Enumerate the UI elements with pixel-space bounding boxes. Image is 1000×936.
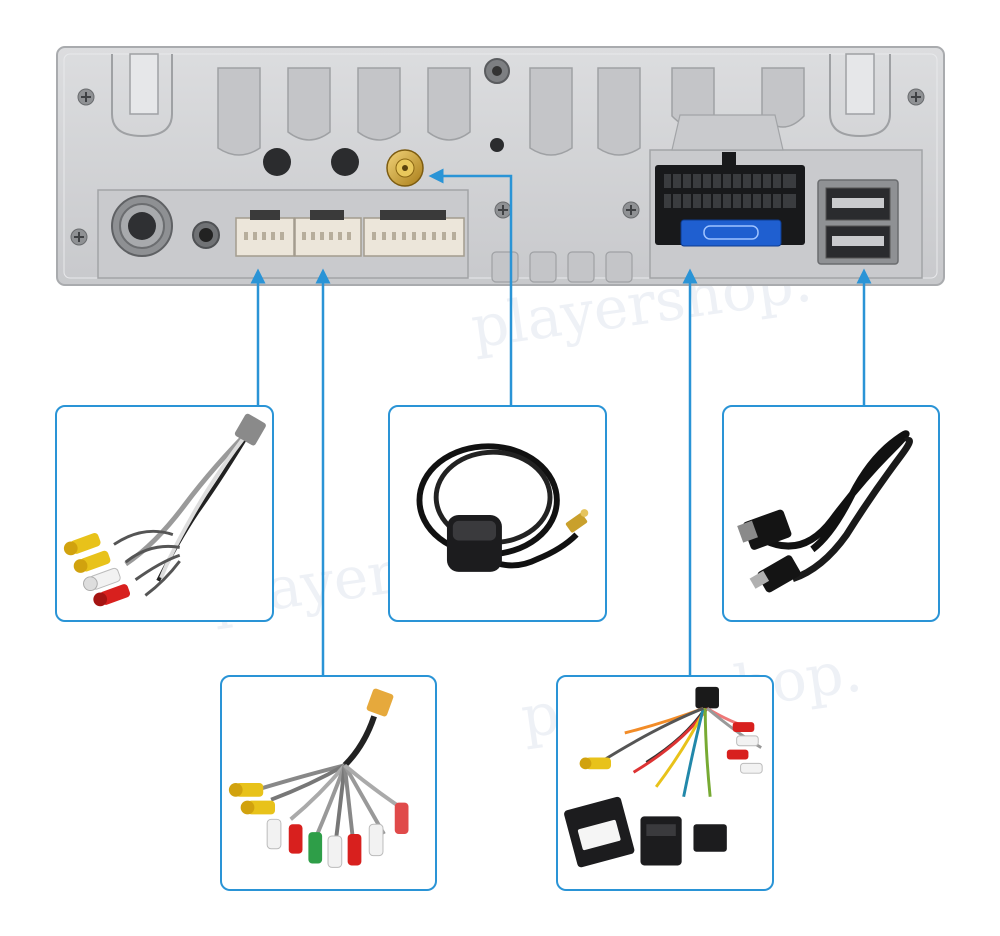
usb-ports [817,179,899,265]
gps-antenna-port [386,149,424,187]
panel-usb-extension-cable [722,405,940,622]
mic-jack-port [192,221,220,249]
panel-gps-antenna [388,405,607,622]
gps-antenna-icon [416,443,589,572]
rca-video-cable-icon [63,413,266,607]
wiring-harness-canbus-icon [564,686,763,868]
connection-arrows [250,168,872,675]
panel-power-harness-canbus [556,675,774,891]
rca-audio-port [294,210,362,257]
panel-rca-audio-cable [220,675,437,891]
rca-audio-cable-icon [228,688,409,868]
arrow-gps [428,168,513,405]
panel-rca-video-cable [55,405,274,622]
steering-wheel-control-port [363,210,465,257]
usb-cable-icon [737,430,913,593]
radio-antenna-port [111,195,173,257]
rca-video-port [235,210,295,257]
